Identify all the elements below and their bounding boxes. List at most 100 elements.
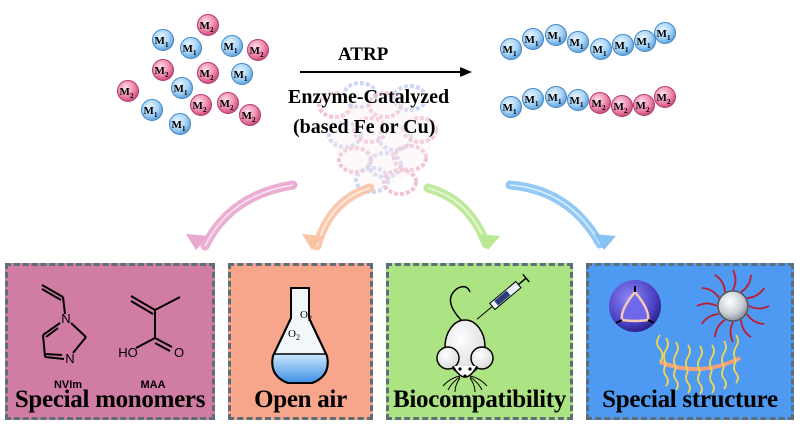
free-monomer-m1: M1 xyxy=(171,77,193,99)
monomer-label: M2 xyxy=(250,45,264,59)
monomer-label: M1 xyxy=(657,28,671,42)
chain-monomer-m1: M1 xyxy=(500,38,522,60)
monomer-label: M1 xyxy=(570,37,584,51)
monomer-structures: N N HO O NVIm MAA xyxy=(41,284,184,391)
free-monomer-m2: M2 xyxy=(152,59,174,81)
monomer-label: M2 xyxy=(220,98,234,112)
monomer-label: M1 xyxy=(548,92,562,106)
monomer-label: M1 xyxy=(548,30,562,44)
reaction-arrow xyxy=(300,67,472,77)
chain-monomer-m1: M1 xyxy=(545,24,567,46)
catalyst-label-line2: (based Fe or Cu) xyxy=(293,116,436,138)
free-monomer-m1: M1 xyxy=(141,99,163,121)
mouse-injection-illustration xyxy=(436,273,530,393)
free-monomer-m2: M2 xyxy=(197,62,219,84)
syringe-icon xyxy=(476,273,530,320)
chain-monomer-m1: M1 xyxy=(567,89,589,111)
free-monomer-m1: M1 xyxy=(169,113,191,135)
chain-monomer-m1: M1 xyxy=(500,96,522,118)
atom-ho: HO xyxy=(118,345,138,360)
curved-arrow-4 xyxy=(505,180,616,250)
monomer-label: M1 xyxy=(144,105,158,119)
atom-o: O xyxy=(174,345,184,360)
monomer-label: M2 xyxy=(614,101,628,115)
nvim-structure xyxy=(41,284,87,360)
chain-monomer-m2: M2 xyxy=(633,94,655,116)
flask-illustration: O2 O2 xyxy=(271,287,329,384)
monomer-label: M2 xyxy=(155,65,169,79)
monomer-label: M1 xyxy=(183,43,197,57)
catalyst-label-line1: Enzyme-Catalyzed xyxy=(288,86,450,108)
atom-n1: N xyxy=(61,311,70,326)
maa-label: MAA xyxy=(140,379,165,391)
o2-label-1: O2 xyxy=(300,309,312,323)
curved-arrows xyxy=(186,180,616,251)
free-monomer-m2: M2 xyxy=(217,92,239,114)
chain-monomer-m2: M2 xyxy=(589,92,611,114)
monomer-label: M1 xyxy=(234,69,248,83)
monomer-label: M2 xyxy=(636,100,650,114)
chain-monomer-m1: M1 xyxy=(654,22,676,44)
free-monomer-m1: M1 xyxy=(221,35,243,57)
monomer-label: M2 xyxy=(242,110,256,124)
mouse-ear-right xyxy=(470,346,494,370)
enzyme-protein-illustration xyxy=(317,81,438,196)
chain-monomer-m1: M1 xyxy=(567,31,589,53)
monomer-label: M1 xyxy=(525,34,539,48)
monomer-label: M2 xyxy=(120,86,134,100)
monomer-label: M1 xyxy=(637,36,651,50)
monomer-label: M1 xyxy=(224,41,238,55)
monomer-label: M2 xyxy=(657,92,671,106)
monomer-label: M2 xyxy=(200,20,214,34)
feature-title: Special monomers xyxy=(14,386,206,413)
monomer-label: M1 xyxy=(525,94,539,108)
free-monomer-m2: M2 xyxy=(197,14,219,36)
mouse-ear-left xyxy=(436,346,460,370)
atrp-label: ATRP xyxy=(338,44,389,65)
chain-monomer-m1: M1 xyxy=(612,34,634,56)
free-monomer-m1: M1 xyxy=(180,37,202,59)
monomer-label: M1 xyxy=(503,44,517,58)
curved-arrow-3 xyxy=(423,183,500,250)
free-monomer-m2: M2 xyxy=(190,94,212,116)
special-structure-illustration xyxy=(609,269,770,395)
free-monomer-m1: M1 xyxy=(152,29,174,51)
monomer-label: M1 xyxy=(503,102,517,116)
free-monomer-m1: M1 xyxy=(231,63,253,85)
chain-monomer-m2: M2 xyxy=(611,95,633,117)
free-monomer-m2: M2 xyxy=(247,39,269,61)
free-monomer-m2: M2 xyxy=(117,80,139,102)
feature-title: Open air xyxy=(254,386,347,413)
o2-label-2: O2 xyxy=(288,328,300,342)
chain-monomer-m1: M1 xyxy=(634,30,656,52)
monomer-label: M1 xyxy=(155,35,169,49)
monomer-label: M1 xyxy=(593,44,607,58)
chain-monomer-m2: M2 xyxy=(654,86,676,108)
monomer-label: M2 xyxy=(592,98,606,112)
feature-title: Biocompatibility xyxy=(393,386,566,413)
monomer-label: M1 xyxy=(174,83,188,97)
mouse-tail xyxy=(449,285,471,325)
curved-arrow-2 xyxy=(302,183,375,251)
bottlebrush-side-chains xyxy=(656,334,739,395)
feature-box-special-monomers: Special monomers xyxy=(5,263,215,420)
atom-n2: N xyxy=(65,351,74,366)
bottlebrush-backbone xyxy=(659,356,741,372)
maa-structure xyxy=(130,295,181,352)
chain-monomer-m1: M1 xyxy=(522,28,544,50)
chain-monomer-m1: M1 xyxy=(522,88,544,110)
nanoparticle-core xyxy=(717,290,749,322)
mouse-whiskers xyxy=(442,375,488,393)
monomer-label: M1 xyxy=(570,95,584,109)
free-monomer-m2: M2 xyxy=(239,104,261,126)
monomer-label: M1 xyxy=(172,119,186,133)
chain-monomer-m1: M1 xyxy=(545,86,567,108)
polymer-brush-arms xyxy=(696,269,770,343)
monomer-label: M1 xyxy=(615,40,629,54)
monomer-label: M2 xyxy=(193,100,207,114)
